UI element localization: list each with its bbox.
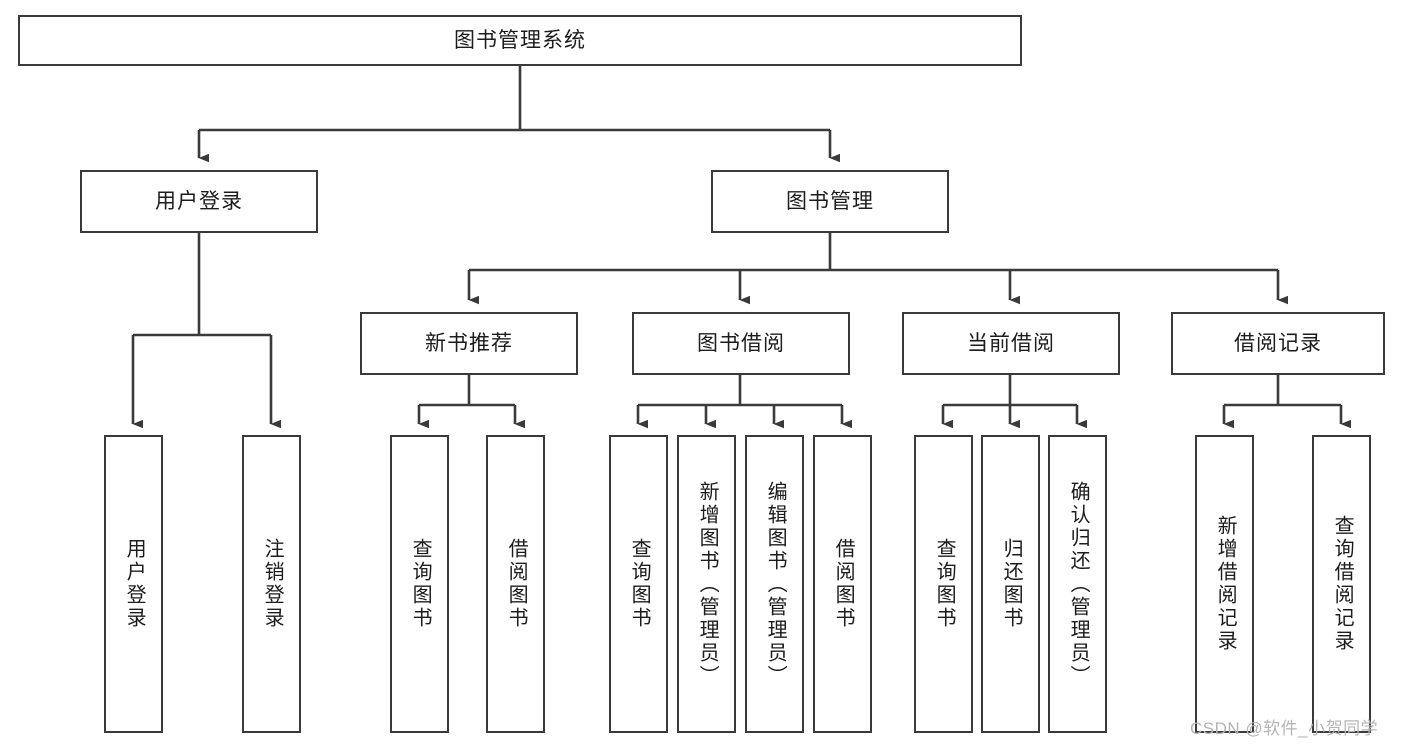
- node-leaf-query-book-current[interactable]: 查询图书: [914, 435, 973, 733]
- node-label: 新书推荐: [425, 331, 513, 355]
- node-leaf-query-borrow-record[interactable]: 查询借阅记录: [1312, 435, 1371, 733]
- node-label: 归还图书: [1000, 538, 1023, 630]
- node-leaf-add-borrow-record[interactable]: 新增借阅记录: [1195, 435, 1254, 733]
- node-label: 借阅图书: [832, 538, 855, 630]
- node-borrow-record[interactable]: 借阅记录: [1171, 312, 1385, 375]
- node-book-borrow[interactable]: 图书借阅: [632, 312, 850, 375]
- node-leaf-edit-book-admin[interactable]: 编辑图书（管理员）: [745, 435, 804, 733]
- node-label: 查询图书: [628, 538, 651, 630]
- node-label: 图书借阅: [697, 331, 785, 355]
- node-label: 图书管理: [786, 189, 874, 213]
- node-leaf-borrow-book-recommend[interactable]: 借阅图书: [486, 435, 545, 733]
- node-label: 确认归还（管理员）: [1067, 480, 1090, 688]
- node-label: 编辑图书（管理员）: [764, 480, 787, 688]
- watermark-text: CSDN @软件_小贺同学: [1190, 719, 1379, 738]
- node-label: 图书管理系统: [454, 28, 586, 52]
- node-current-borrow[interactable]: 当前借阅: [902, 312, 1120, 375]
- node-leaf-query-book-recommend[interactable]: 查询图书: [390, 435, 449, 733]
- node-label: 查询借阅记录: [1331, 515, 1354, 653]
- node-label: 借阅图书: [505, 538, 528, 630]
- node-new-book-recommend[interactable]: 新书推荐: [360, 312, 578, 375]
- node-label: 查询图书: [409, 538, 432, 630]
- node-leaf-query-book-borrow[interactable]: 查询图书: [609, 435, 668, 733]
- node-book-management[interactable]: 图书管理: [711, 170, 949, 233]
- node-label: 新增借阅记录: [1214, 515, 1237, 653]
- node-leaf-confirm-return-admin[interactable]: 确认归还（管理员）: [1048, 435, 1107, 733]
- node-label: 用户登录: [123, 538, 146, 630]
- node-leaf-borrow-book[interactable]: 借阅图书: [813, 435, 872, 733]
- node-label: 查询图书: [933, 538, 956, 630]
- node-leaf-return-book[interactable]: 归还图书: [981, 435, 1040, 733]
- node-leaf-user-login[interactable]: 用户登录: [104, 435, 163, 733]
- node-leaf-logout[interactable]: 注销登录: [242, 435, 301, 733]
- node-user-login[interactable]: 用户登录: [80, 170, 318, 233]
- node-label: 新增图书（管理员）: [696, 480, 719, 688]
- node-label: 用户登录: [155, 189, 243, 213]
- node-label: 注销登录: [261, 538, 284, 630]
- node-leaf-add-book-admin[interactable]: 新增图书（管理员）: [677, 435, 736, 733]
- node-label: 当前借阅: [967, 331, 1055, 355]
- node-label: 借阅记录: [1234, 331, 1322, 355]
- node-root-book-management-system[interactable]: 图书管理系统: [18, 15, 1022, 66]
